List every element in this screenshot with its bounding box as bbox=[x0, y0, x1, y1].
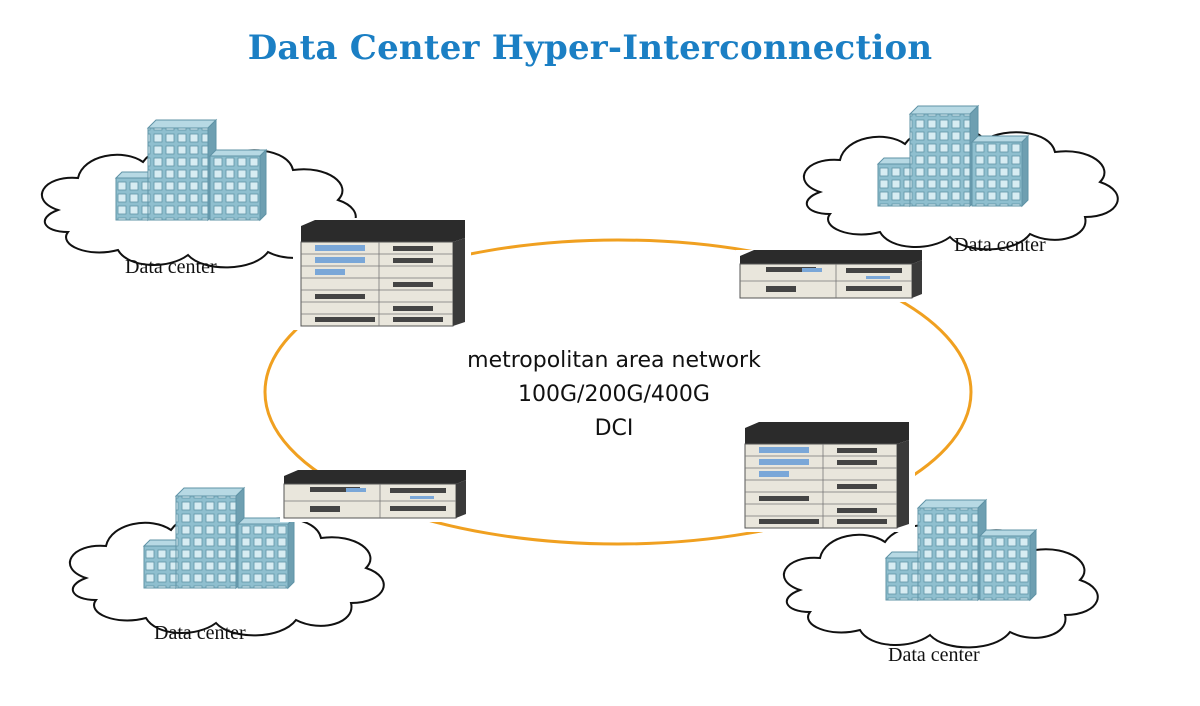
network-device-bottom-left bbox=[279, 469, 471, 523]
network-speed-label: 100G/200G/400G bbox=[518, 382, 710, 407]
data-center-label: Data center bbox=[888, 644, 980, 666]
network-ring bbox=[263, 238, 973, 546]
data-center-label: Data center bbox=[125, 256, 217, 278]
network-type-label: metropolitan area network bbox=[467, 348, 761, 373]
network-device-top-left bbox=[292, 217, 472, 331]
data-center-cloud-top-right bbox=[802, 105, 1119, 251]
data-center-label: Data center bbox=[954, 234, 1046, 256]
network-device-top-right bbox=[735, 249, 927, 303]
data-center-label: Data center bbox=[154, 622, 246, 644]
diagram-title: Data Center Hyper-Interconnection bbox=[247, 28, 933, 68]
network-description: metropolitan area network 100G/200G/400G… bbox=[434, 344, 794, 446]
network-dci-label: DCI bbox=[594, 416, 634, 441]
